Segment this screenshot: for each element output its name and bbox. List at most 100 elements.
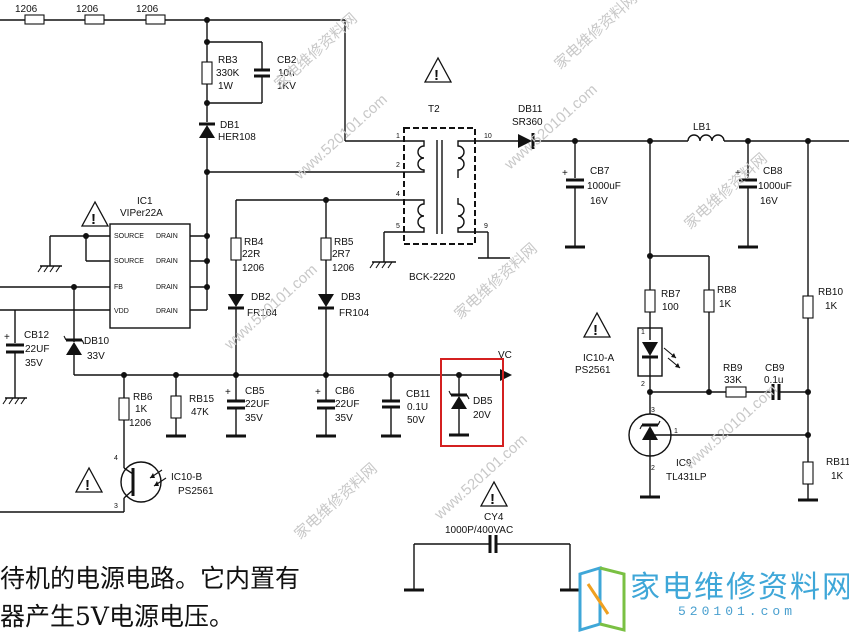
rb11-value: 1K xyxy=(831,471,844,482)
db5-value: 20V xyxy=(473,410,491,421)
watermark-cn-2: 家电维修资料网 xyxy=(551,0,640,73)
db5-ref: DB5 xyxy=(473,396,493,407)
cb8-ref: CB8 xyxy=(763,166,783,177)
ic1-pin-drain-3: DRAIN xyxy=(156,284,178,291)
t2-pin-5: 5 xyxy=(396,223,400,230)
logo-name: 家电维修资料网 xyxy=(630,570,849,605)
primary-wiring xyxy=(190,169,404,311)
rb7-ref: RB7 xyxy=(661,289,681,300)
db11-part: SR360 xyxy=(512,117,543,128)
warning-triangle-ic10a: ! xyxy=(582,311,612,339)
cy4-capacitor: CY4 1000P/400VAC xyxy=(404,512,580,592)
cb6-rating: 35V xyxy=(335,413,353,424)
cb11-rating: 50V xyxy=(407,415,425,426)
svg-text:!: ! xyxy=(490,491,495,508)
ic9-part: TL431LP xyxy=(666,472,707,483)
rb15-ref: RB15 xyxy=(189,394,214,405)
svg-text:!: ! xyxy=(85,477,90,494)
db10-value: 33V xyxy=(87,351,105,362)
rb6-package: 1206 xyxy=(129,418,152,429)
cb9-ref: CB9 xyxy=(765,363,785,374)
cb8-value: 1000uF xyxy=(758,181,792,192)
svg-text:+: + xyxy=(315,387,321,398)
caption-line-2: 器产生5V电源电压。 xyxy=(0,602,234,631)
rb8-ref: RB8 xyxy=(717,285,737,296)
cb5-value: 22UF xyxy=(245,399,269,410)
warning-triangle-ic1: ! xyxy=(80,200,110,228)
cb7-rating: 16V xyxy=(590,196,608,207)
db3-part: FR104 xyxy=(339,308,369,319)
cy4-value: 1000P/400VAC xyxy=(445,525,513,536)
watermark-url-1: www.520101.com xyxy=(291,91,391,184)
t2-pin-2: 2 xyxy=(396,162,400,169)
resistor-1-package: 1206 xyxy=(15,4,38,15)
db5-highlight-box xyxy=(440,358,504,447)
ic1-pin-drain-2: DRAIN xyxy=(156,258,178,265)
t2-pin-1: 1 xyxy=(396,133,400,140)
rb5-package: 1206 xyxy=(332,263,355,274)
aux-rectifiers: RB4 22R 1206 DB2 FR104 RB5 2R7 1206 DB3 … xyxy=(228,237,369,375)
ic1-viper22a: IC1 VIPer22A SOURCE SOURCE FB VDD DRAIN … xyxy=(0,196,191,329)
fb-network: + CB12 22UF 35V DB10 33V xyxy=(2,287,326,405)
db11-ref: DB11 xyxy=(518,104,543,115)
rb4-ref: RB4 xyxy=(244,237,264,248)
svg-text:!: ! xyxy=(434,67,439,84)
rb3-ref: RB3 xyxy=(218,55,238,66)
watermark-cn-3: 家电维修资料网 xyxy=(451,240,540,323)
ic10a-ref: IC10-A xyxy=(583,353,614,364)
cb5-ref: CB5 xyxy=(245,386,265,397)
ic1-pin-source-2: SOURCE xyxy=(114,258,144,265)
warning-triangle-cy4: ! xyxy=(479,480,509,508)
caption-line-1: 待机的电源电路。它内置有 xyxy=(0,564,301,593)
resistor-2-package: 1206 xyxy=(76,4,99,15)
svg-text:!: ! xyxy=(593,322,598,339)
svg-text:+: + xyxy=(735,168,741,179)
t2-pin-9: 9 xyxy=(484,223,488,230)
cb12-ref: CB12 xyxy=(24,330,49,341)
output-stage: DB11 SR360 LB1 + CB7 1000uF 16V + CB8 10… xyxy=(475,104,849,249)
warning-triangle-ic10b: ! xyxy=(74,466,104,494)
ic10b-pin-3: 3 xyxy=(114,503,118,510)
resistor-3-package: 1206 xyxy=(136,4,159,15)
feedback-network: RB7 100 RB8 1K RB10 1K 1 2 IC10-A PS2561 xyxy=(575,141,849,502)
ic10b-part: PS2561 xyxy=(178,486,214,497)
cb8-rating: 16V xyxy=(760,196,778,207)
rb9-value: 33K xyxy=(724,375,742,386)
warning-triangle-t2: ! xyxy=(423,56,453,84)
ic1-pin-source-1: SOURCE xyxy=(114,233,144,240)
rb7-value: 100 xyxy=(662,302,679,313)
ic1-pin-vdd: VDD xyxy=(114,308,129,315)
cb5-rating: 35V xyxy=(245,413,263,424)
watermark-cn-1: 家电维修资料网 xyxy=(271,10,360,93)
rb10-ref: RB10 xyxy=(818,287,843,298)
logo-url: 520101.com xyxy=(678,604,797,619)
cb12-rating: 35V xyxy=(25,358,43,369)
rb6-value: 1K xyxy=(135,404,148,415)
top-resistor-chain: 1206 1206 1206 xyxy=(0,4,207,25)
t2-pin-4: 4 xyxy=(396,191,400,198)
logo-mark-icon xyxy=(578,565,626,633)
lower-rail: VC RB6 1K 1206 RB15 47K + CB5 22UF 35V +… xyxy=(118,350,512,462)
cb9-value: 0.1u xyxy=(764,375,783,386)
svg-text:+: + xyxy=(4,332,10,343)
ic1-part: VIPer22A xyxy=(120,208,163,219)
rb5-ref: RB5 xyxy=(334,237,354,248)
article-caption: 待机的电源电路。它内置有 器产生5V电源电压。 xyxy=(0,560,300,636)
ic1-pin-fb: FB xyxy=(114,284,123,291)
ic10a-pin-1: 1 xyxy=(641,329,645,336)
svg-text:!: ! xyxy=(91,211,96,228)
cb12-value: 22UF xyxy=(25,344,49,355)
ic10b-phototransistor: 4 3 IC10-B PS2561 xyxy=(0,455,214,513)
transformer-t2: T2 BCK-2220 1 2 4 5 10 9 xyxy=(396,104,510,283)
ic10b-pin-4: 4 xyxy=(114,455,118,462)
cb7-value: 1000uF xyxy=(587,181,621,192)
rb11-ref: RB11 xyxy=(826,457,849,468)
cb2-rating: 1KV xyxy=(277,81,296,92)
watermark-url-5: www.520101.com xyxy=(681,381,781,474)
ic1-pin-drain-4: DRAIN xyxy=(156,308,178,315)
vc-label: VC xyxy=(498,350,512,361)
ic1-ref: IC1 xyxy=(137,196,153,207)
cb7-ref: CB7 xyxy=(590,166,610,177)
site-logo: 家电维修资料网 520101.com xyxy=(578,560,849,638)
ic9-pin-3: 3 xyxy=(651,407,655,414)
